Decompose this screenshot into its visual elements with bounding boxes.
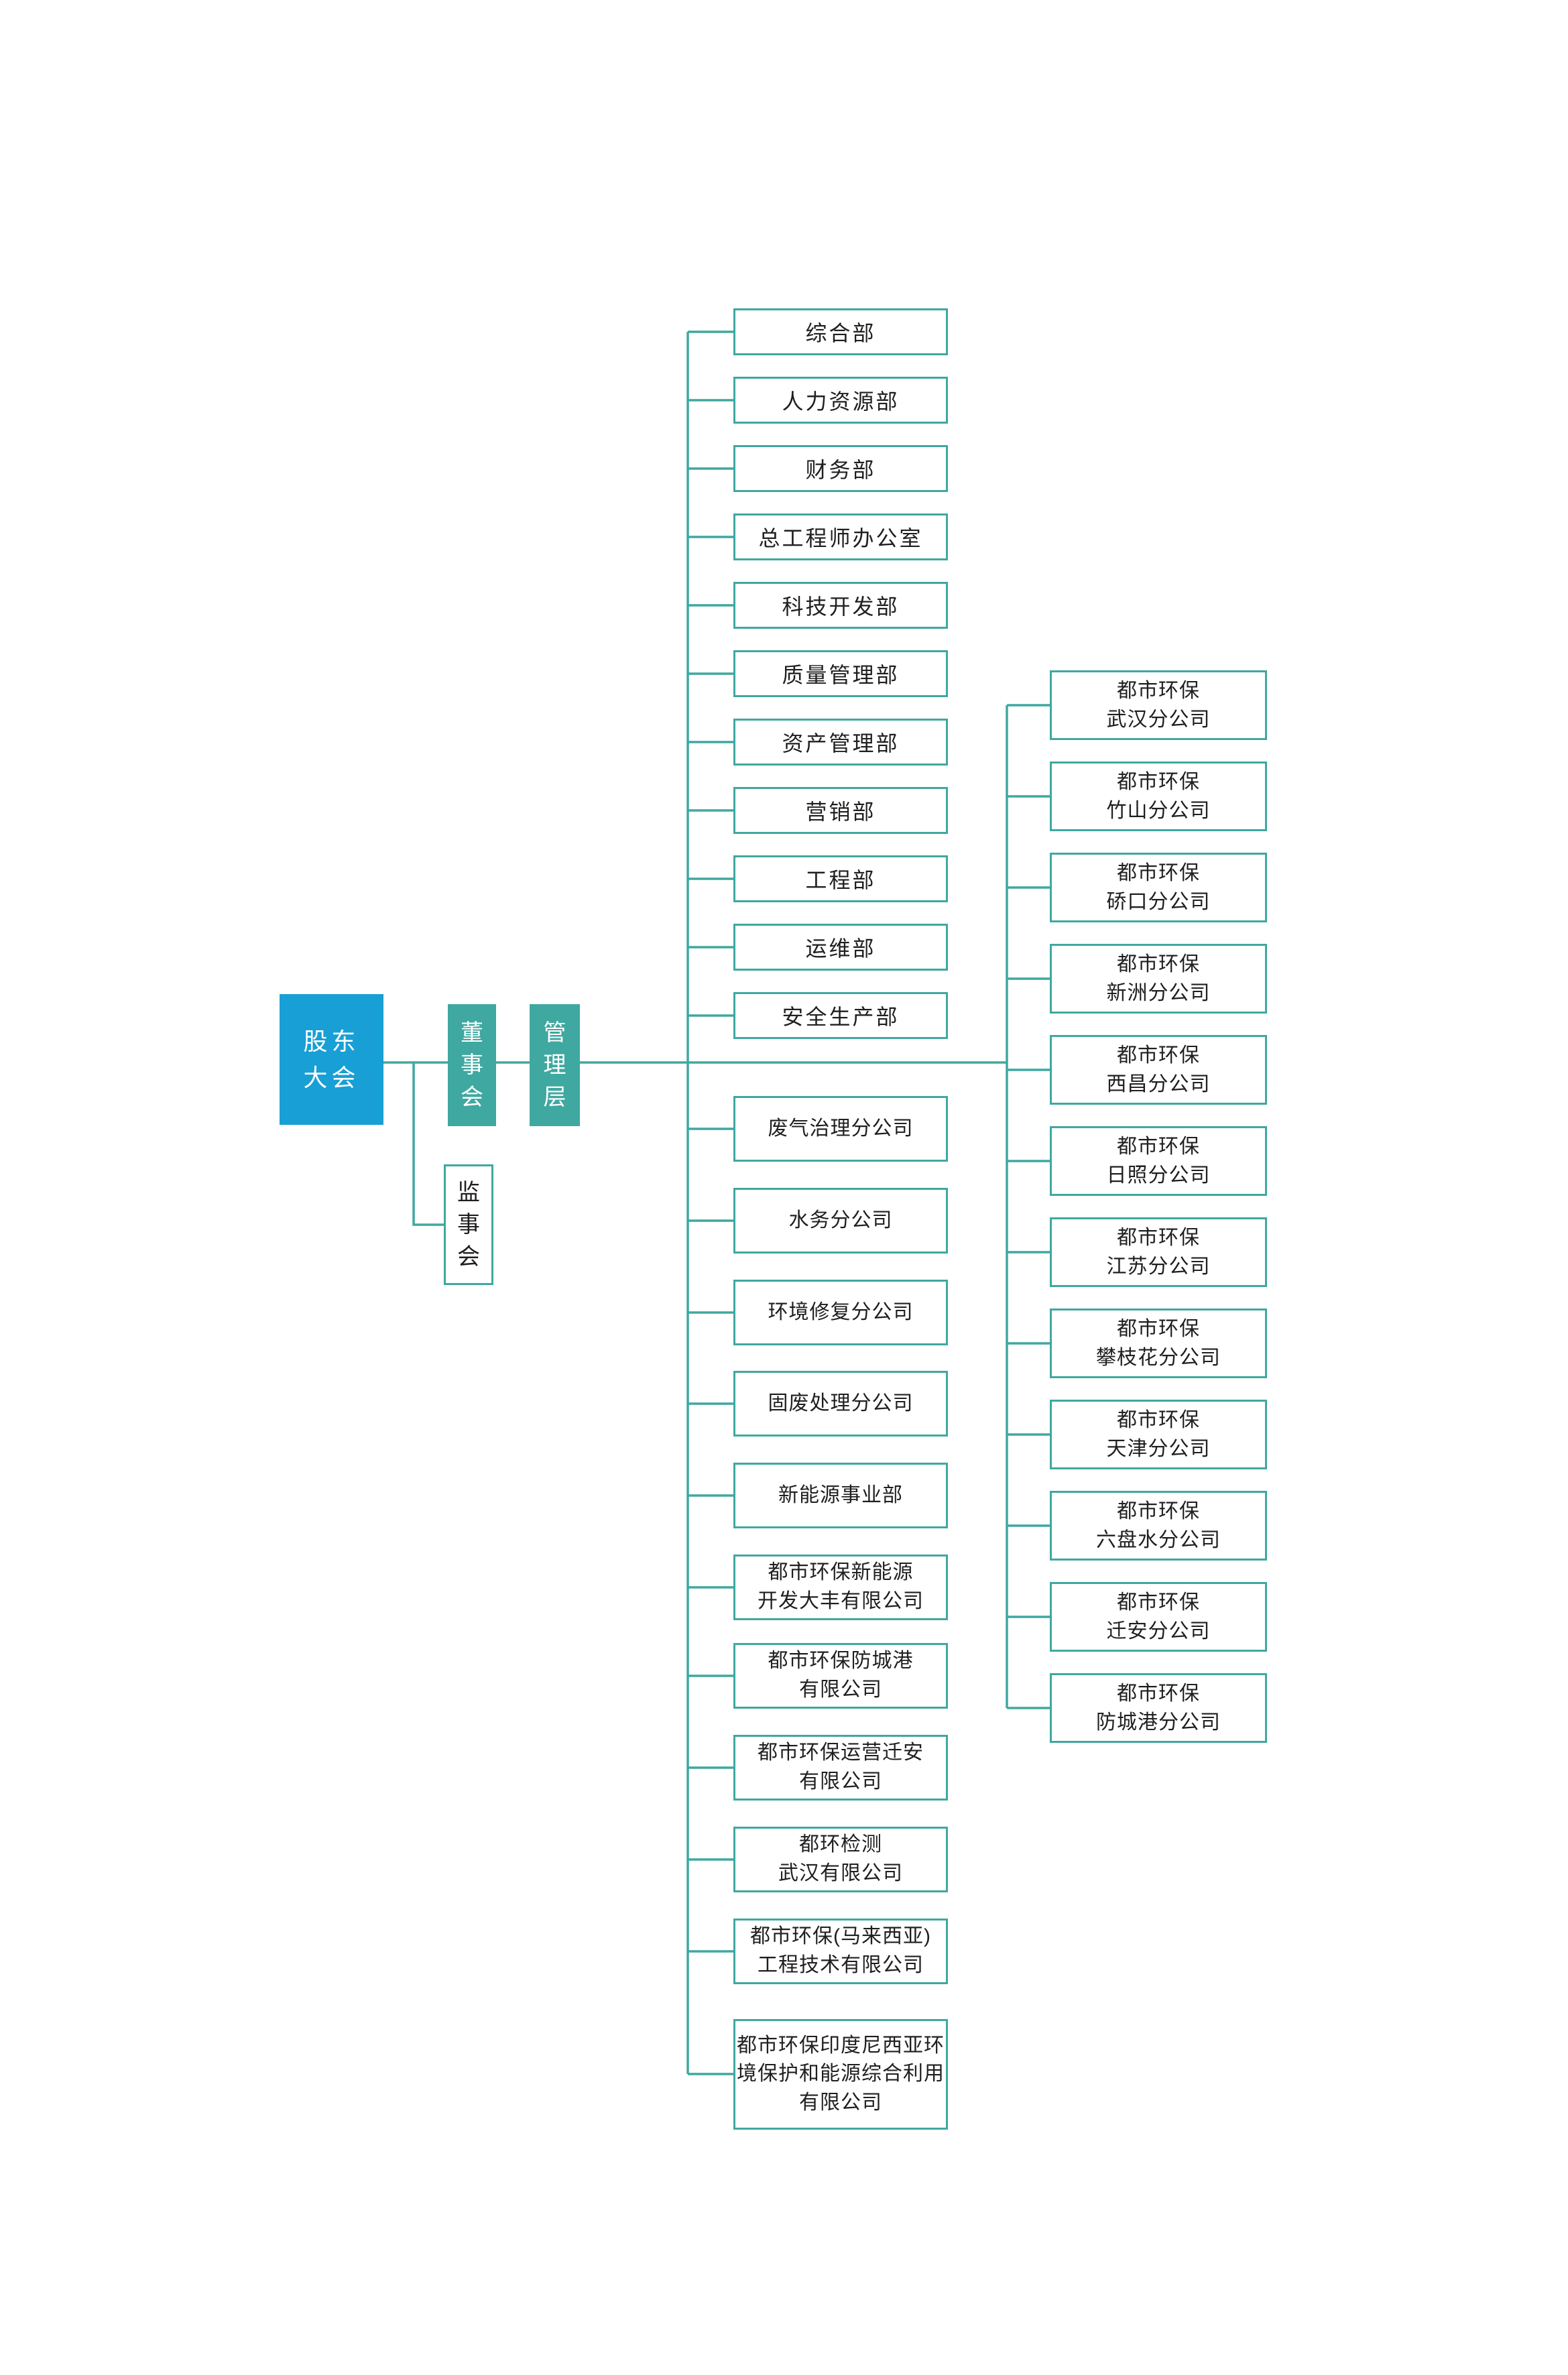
branch-node-10: 都市环保 六盘水分公司 bbox=[1050, 1491, 1267, 1561]
dept-node-4: 总工程师办公室 bbox=[733, 513, 948, 560]
branch-node-1: 都市环保 武汉分公司 bbox=[1050, 670, 1267, 740]
dept-node-3: 财务部 bbox=[733, 445, 948, 492]
branch-node-3: 都市环保 硚口分公司 bbox=[1050, 853, 1267, 922]
subsidiary-node-8: 都市环保运营迁安 有限公司 bbox=[733, 1735, 948, 1801]
branch-node-4: 都市环保 新洲分公司 bbox=[1050, 944, 1267, 1014]
branch-node-7: 都市环保 江苏分公司 bbox=[1050, 1217, 1267, 1287]
subsidiary-node-2: 水务分公司 bbox=[733, 1188, 948, 1254]
branch-node-12: 都市环保 防城港分公司 bbox=[1050, 1673, 1267, 1743]
subsidiary-node-5: 新能源事业部 bbox=[733, 1463, 948, 1528]
dept-node-6: 质量管理部 bbox=[733, 650, 948, 697]
dept-node-8: 营销部 bbox=[733, 787, 948, 834]
management-node: 管 理 层 bbox=[530, 1004, 580, 1126]
dept-node-2: 人力资源部 bbox=[733, 377, 948, 424]
subsidiary-node-9: 都环检测 武汉有限公司 bbox=[733, 1827, 948, 1892]
subsidiary-node-11: 都市环保印度尼西亚环 境保护和能源综合利用 有限公司 bbox=[733, 2019, 948, 2130]
subsidiary-node-6: 都市环保新能源 开发大丰有限公司 bbox=[733, 1555, 948, 1620]
dept-node-1: 综合部 bbox=[733, 308, 948, 355]
branch-node-8: 都市环保 攀枝花分公司 bbox=[1050, 1308, 1267, 1378]
dept-node-9: 工程部 bbox=[733, 855, 948, 902]
dept-node-10: 运维部 bbox=[733, 924, 948, 971]
dept-node-7: 资产管理部 bbox=[733, 719, 948, 766]
branch-node-11: 都市环保 迁安分公司 bbox=[1050, 1582, 1267, 1652]
branch-node-2: 都市环保 竹山分公司 bbox=[1050, 762, 1267, 831]
subsidiary-node-1: 废气治理分公司 bbox=[733, 1096, 948, 1162]
supervisory-board-node: 监 事 会 bbox=[444, 1164, 493, 1285]
subsidiary-node-10: 都市环保(马来西亚) 工程技术有限公司 bbox=[733, 1919, 948, 1984]
board-of-directors-node: 董 事 会 bbox=[448, 1004, 496, 1126]
dept-node-5: 科技开发部 bbox=[733, 582, 948, 629]
shareholders-meeting-node: 股东 大会 bbox=[280, 994, 383, 1125]
subsidiary-node-3: 环境修复分公司 bbox=[733, 1280, 948, 1345]
subsidiary-node-7: 都市环保防城港 有限公司 bbox=[733, 1643, 948, 1709]
branch-node-9: 都市环保 天津分公司 bbox=[1050, 1400, 1267, 1469]
dept-node-11: 安全生产部 bbox=[733, 992, 948, 1039]
branch-node-5: 都市环保 西昌分公司 bbox=[1050, 1035, 1267, 1105]
subsidiary-node-4: 固废处理分公司 bbox=[733, 1371, 948, 1437]
branch-node-6: 都市环保 日照分公司 bbox=[1050, 1126, 1267, 1196]
